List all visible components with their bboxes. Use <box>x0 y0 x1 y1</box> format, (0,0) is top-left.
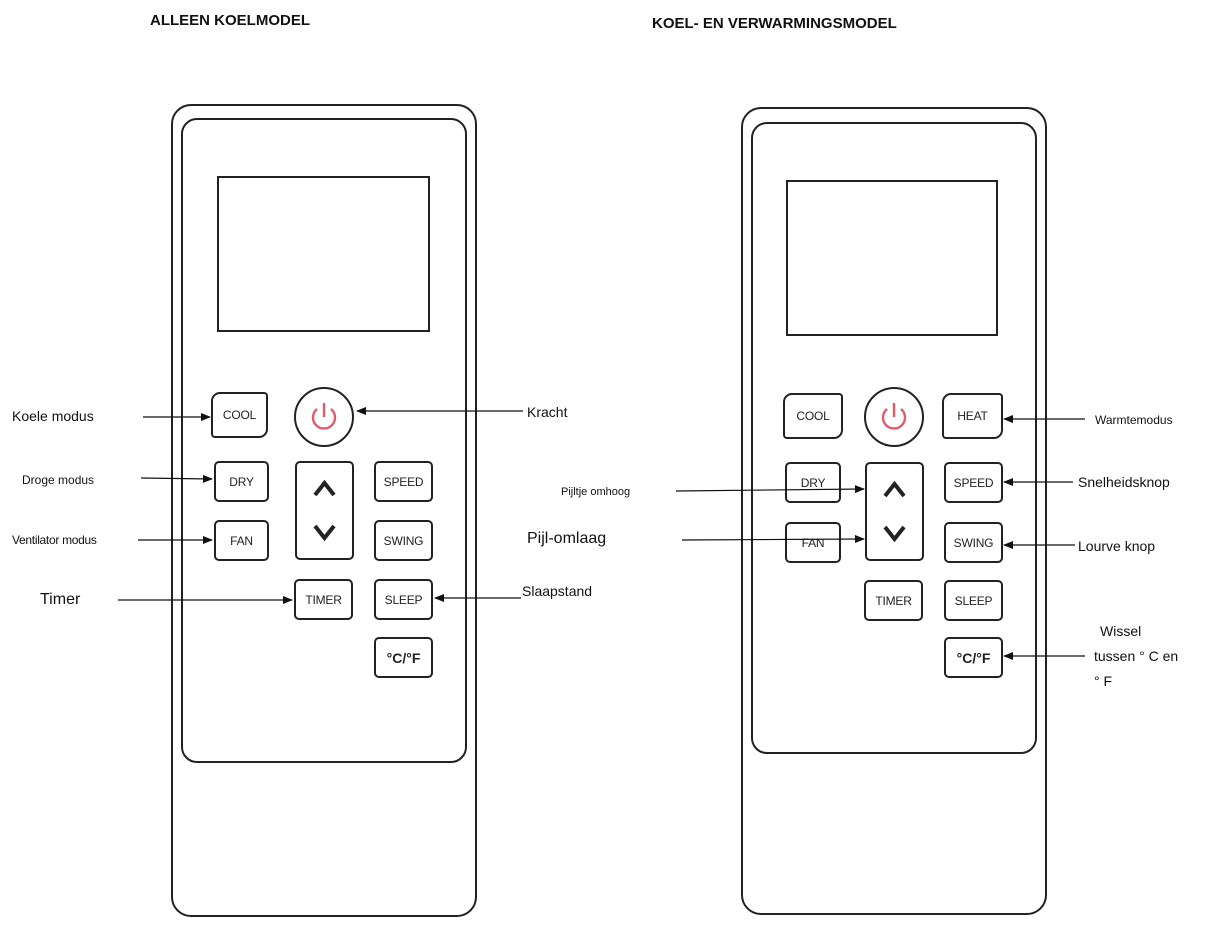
arrow-down-callout <box>681 535 865 544</box>
label-fan-mode: Ventilator modus <box>12 533 97 547</box>
up-arrow-icon[interactable] <box>867 464 922 512</box>
label-timer: Timer <box>40 591 81 608</box>
right-model-title: KOEL- EN VERWARMINGSMODEL <box>652 15 897 32</box>
right-arrow-pad <box>865 462 924 561</box>
left-timer-button[interactable]: TIMER <box>294 579 353 620</box>
left-swing-button[interactable]: SWING <box>374 520 433 561</box>
down-arrow-icon[interactable] <box>867 511 922 559</box>
left-speed-button[interactable]: SPEED <box>374 461 433 502</box>
label-heat-mode: Warmtemodus <box>1095 413 1173 427</box>
dry-mode-arrow <box>140 474 213 483</box>
label-dry-mode: Droge modus <box>22 473 95 487</box>
left-display-screen <box>217 176 430 332</box>
right-power-button[interactable] <box>864 387 924 447</box>
left-sleep-button[interactable]: SLEEP <box>374 579 433 620</box>
right-remote-button-panel <box>751 122 1037 754</box>
right-swing-button[interactable]: SWING <box>944 522 1003 563</box>
label-toggle-line3: ° F <box>1094 673 1113 689</box>
label-sleep: Slaapstand <box>522 583 593 599</box>
right-timer-button[interactable]: TIMER <box>864 580 923 621</box>
right-heat-button[interactable]: HEAT <box>942 393 1003 439</box>
left-dry-button[interactable]: DRY <box>214 461 269 502</box>
label-power: Kracht <box>527 404 568 420</box>
label-cool-mode: Koele modus <box>12 408 94 424</box>
label-arrow-up: Pijltje omhoog <box>561 486 631 498</box>
right-cool-button[interactable]: COOL <box>783 393 843 439</box>
left-arrow-pad <box>295 461 354 560</box>
left-model-title: ALLEEN KOELMODEL <box>150 12 310 29</box>
label-arrow-down: Pijl-omlaag <box>527 530 607 547</box>
left-remote-button-panel <box>181 118 467 763</box>
label-louvre: Lourve knop <box>1078 538 1156 554</box>
right-dry-button[interactable]: DRY <box>785 462 841 503</box>
left-power-button[interactable] <box>294 387 354 447</box>
left-temperature-unit-button[interactable]: °C/°F <box>374 637 433 678</box>
arrow-up-callout <box>675 485 865 494</box>
left-fan-button[interactable]: FAN <box>214 520 269 561</box>
right-temperature-unit-button[interactable]: °C/°F <box>944 637 1003 678</box>
down-arrow-icon[interactable] <box>297 510 352 558</box>
power-icon <box>881 403 907 430</box>
label-speed: Snelheidsknop <box>1078 474 1170 490</box>
power-icon <box>311 403 337 430</box>
right-display-screen <box>786 180 998 336</box>
label-toggle-line1: Wissel <box>1100 623 1142 639</box>
left-cool-button[interactable]: COOL <box>211 392 268 438</box>
right-sleep-button[interactable]: SLEEP <box>944 580 1003 621</box>
right-speed-button[interactable]: SPEED <box>944 462 1003 503</box>
label-toggle-line2: tussen ° C en <box>1094 648 1179 664</box>
up-arrow-icon[interactable] <box>297 463 352 511</box>
